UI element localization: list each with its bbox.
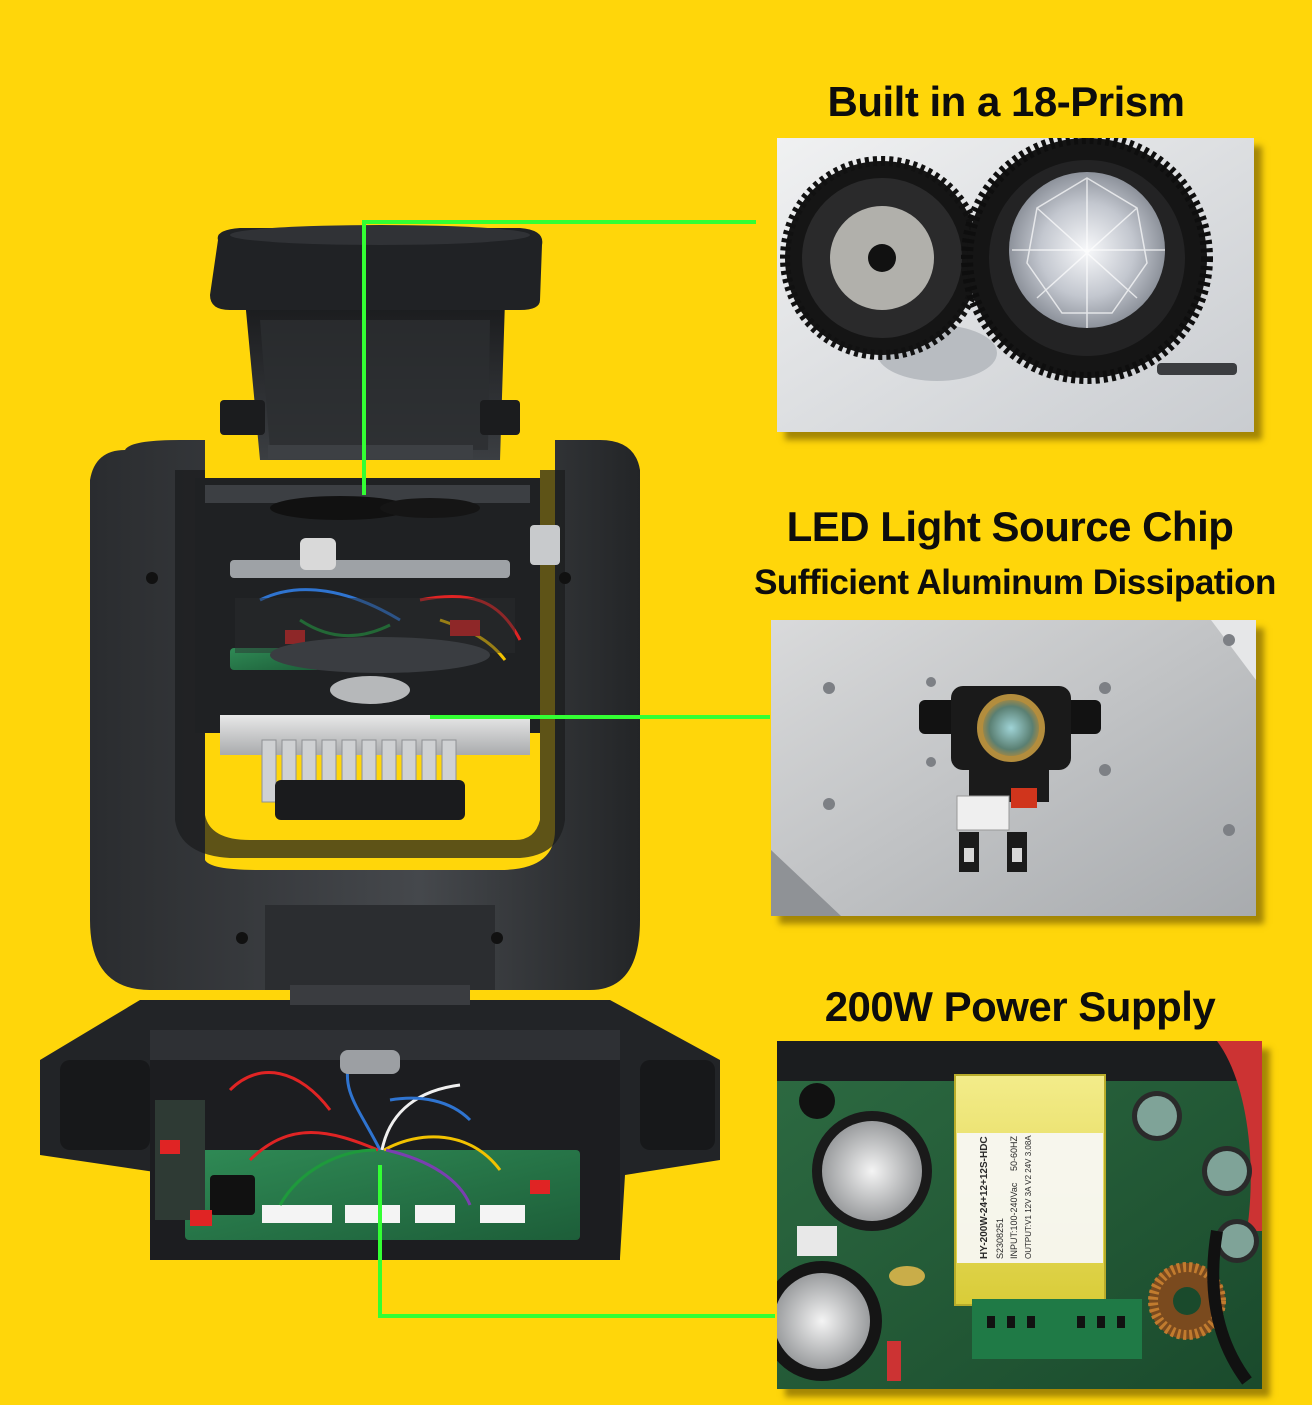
led-module (919, 686, 1101, 872)
transformer: HY-200W-24+12+12S-HDC S2308251 INPUT:100… (954, 1074, 1106, 1306)
transformer-freq: 50-60HZ (1009, 1135, 1019, 1171)
heading-power: 200W Power Supply (824, 983, 1216, 1030)
prism-wheel (270, 496, 410, 520)
gear-left (780, 156, 984, 360)
photo-led-chip (771, 620, 1256, 916)
heading-prism: Built in a 18-Prism (827, 78, 1185, 125)
connector-line-power (378, 1165, 775, 1318)
cooling-fan (275, 780, 465, 820)
capacitors (777, 1083, 1259, 1381)
connector-line-prism (362, 220, 756, 495)
fixture-base (40, 1000, 720, 1260)
heading-led: LED Light Source Chip (786, 503, 1234, 550)
photo-power-supply: HY-200W-24+12+12S-HDC S2308251 INPUT:100… (777, 1041, 1262, 1389)
transformer-output: OUTPUT:V1 12V 3A V2 24V 3.08A (1024, 1135, 1033, 1259)
photo-prism (777, 138, 1254, 432)
transformer-serial: S2308251 (995, 1218, 1005, 1259)
gear-right-prism (961, 138, 1213, 384)
transformer-model: HY-200W-24+12+12S-HDC (979, 1136, 990, 1259)
subheading-led: Sufficient Aluminum Dissipation (754, 563, 1276, 602)
transformer-input: INPUT:100-240Vac (1009, 1182, 1019, 1259)
fixture-lens-barrel (210, 225, 543, 460)
fixture-head (195, 478, 560, 820)
